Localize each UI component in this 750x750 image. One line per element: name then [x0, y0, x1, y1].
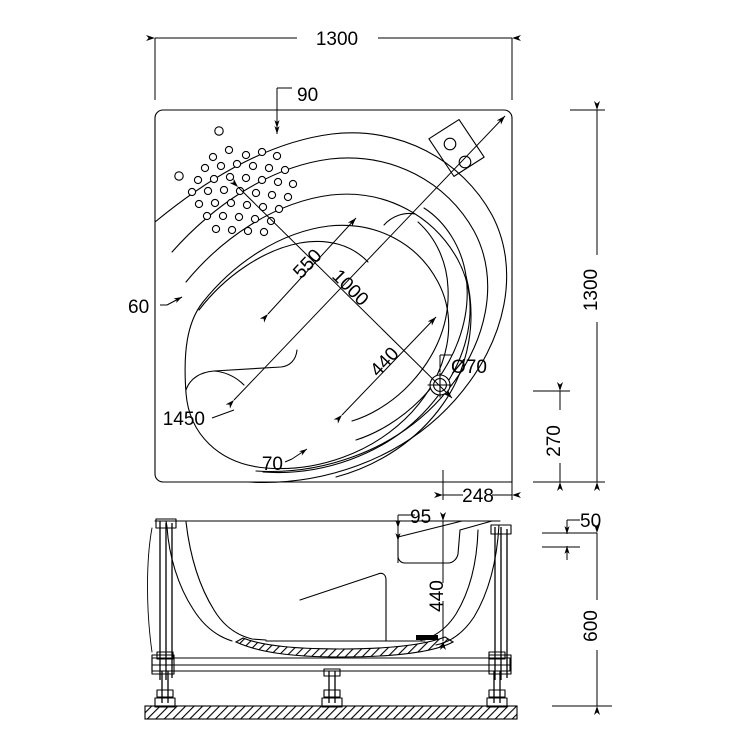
dim-label-440-plan: 440 — [366, 343, 403, 381]
dim-1300-right: 1300 — [533, 101, 605, 491]
dim-70: 70 — [262, 448, 308, 475]
left-post-collar — [155, 518, 177, 529]
jet-port-top — [214, 126, 224, 136]
plan-outer-footprint — [154, 109, 513, 483]
dim-label-60: 60 — [128, 297, 149, 318]
right-post-collar — [490, 524, 512, 535]
frame-leg-right — [486, 671, 508, 708]
dim-label-550: 550 — [289, 245, 326, 283]
dim-label-50: 50 — [580, 511, 601, 532]
plan-rim-line-3 — [185, 193, 471, 474]
dim-label-1450: 1450 — [163, 409, 205, 430]
dim-270: 270 — [533, 382, 570, 491]
control-panel-body — [428, 118, 485, 177]
dim-50: 50 — [542, 511, 601, 560]
dim-label-90: 90 — [297, 85, 318, 106]
bolt-left — [156, 651, 174, 660]
elev-base-hatch — [234, 636, 455, 658]
elev-left-wall-outer — [165, 520, 233, 642]
headrest-right-edge — [459, 520, 493, 531]
plan-rim-outer — [154, 132, 508, 483]
bolt-right — [488, 651, 506, 660]
plan-armrest-edge — [213, 370, 245, 386]
support-frame — [147, 518, 512, 708]
drain-outlet — [427, 372, 453, 398]
dim-label-1300-top: 1300 — [316, 29, 358, 50]
plan-rim-line-2 — [171, 157, 489, 473]
dim-248: 248 — [434, 470, 521, 507]
dim-label-dia70: Ø70 — [451, 357, 487, 378]
dim-1300-top: 1300 — [146, 29, 521, 100]
dim-1450: 1450 — [163, 115, 506, 430]
dim-95: 95 — [395, 507, 431, 563]
dim-1000: 1000 — [229, 178, 453, 399]
plan-view-group: 1300 90 550 1000 440 Ø70 — [128, 29, 605, 507]
front-elevation-group: 95 440 50 600 — [144, 507, 612, 720]
dim-label-70: 70 — [262, 454, 283, 475]
floor-hatch-band — [144, 705, 518, 720]
jet-port-left — [174, 171, 184, 181]
dim-label-248: 248 — [462, 486, 494, 507]
elev-left-wall-inner — [185, 521, 267, 641]
beam-left-bracket — [151, 654, 175, 675]
dim-dia70: Ø70 — [439, 354, 487, 378]
elev-seat-riser — [299, 572, 387, 642]
control-button-1[interactable] — [443, 137, 457, 151]
dim-label-600: 600 — [581, 610, 602, 642]
headrest-top-edge — [397, 520, 463, 538]
dim-440-elev: 440 — [427, 512, 448, 650]
dim-label-1000: 1000 — [328, 266, 373, 311]
dim-label-1300-right: 1300 — [581, 269, 602, 311]
dim-label-440-elev: 440 — [427, 580, 448, 612]
frame-left-tie — [147, 527, 153, 653]
plan-armrest-notch — [185, 349, 298, 391]
control-panel-with-two-buttons[interactable] — [427, 117, 486, 178]
dim-60: 60 — [128, 296, 183, 318]
frame-leg-middle — [321, 668, 343, 708]
elev-drain-fitting — [416, 635, 438, 640]
dim-label-95: 95 — [410, 507, 431, 528]
elev-right-wall-inner — [420, 529, 479, 641]
dim-label-270: 270 — [544, 425, 565, 457]
dim-600: 600 — [552, 524, 612, 715]
